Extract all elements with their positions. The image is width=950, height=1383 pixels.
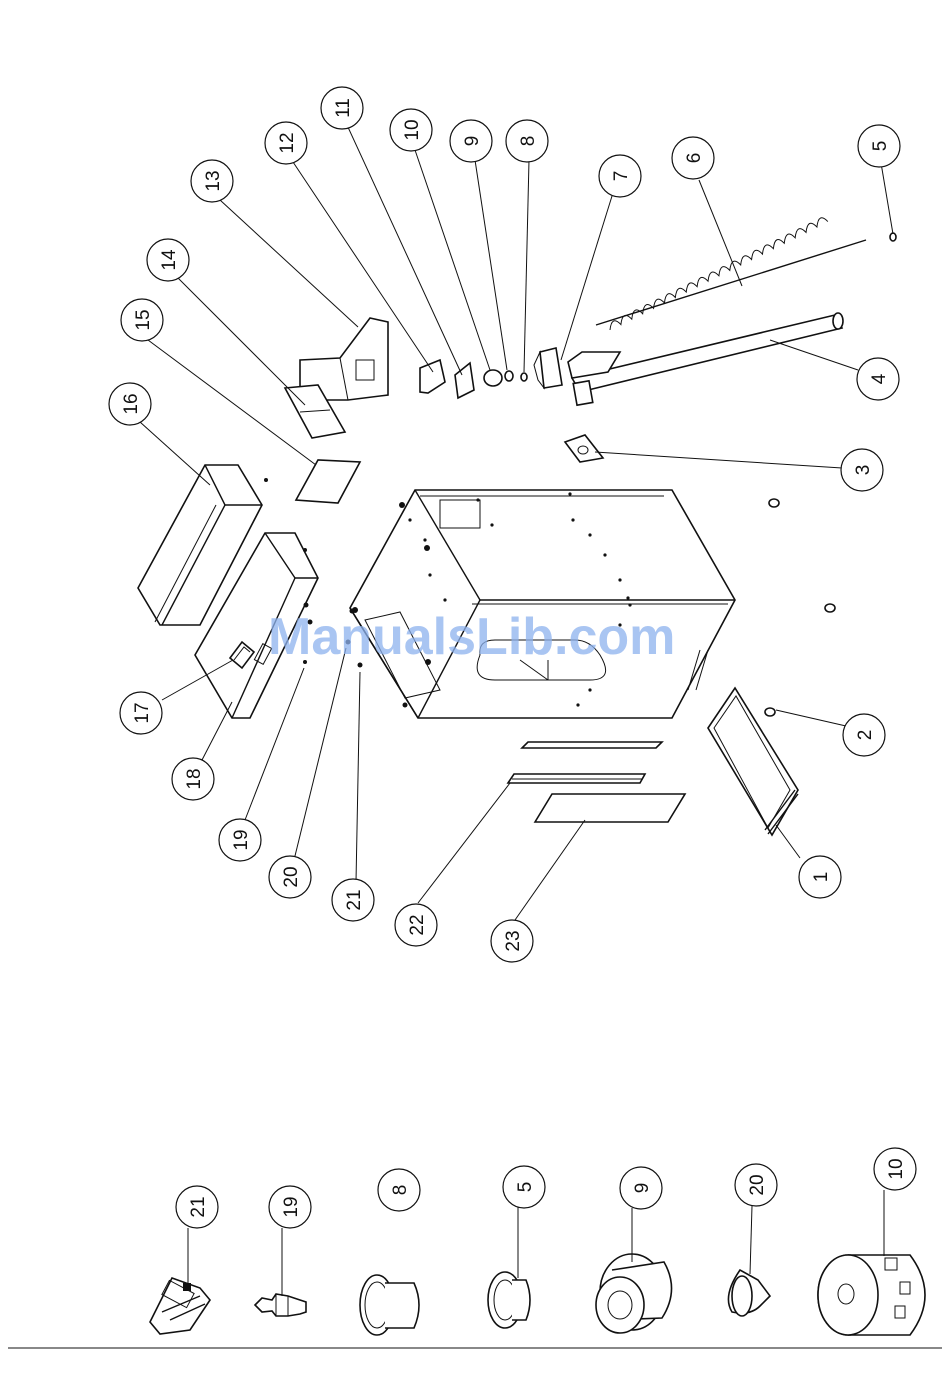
bottom-plates (508, 742, 685, 822)
detail-part-8 (360, 1275, 419, 1335)
detail-callout-5-label: 5 (515, 1182, 536, 1193)
callout-22-label: 22 (407, 914, 428, 935)
detail-callout-20: 20 (735, 1164, 777, 1206)
callout-17: 17 (120, 692, 162, 734)
callout-18: 18 (172, 758, 214, 800)
callout-4-label: 4 (869, 373, 890, 384)
callout-5: 5 (858, 125, 900, 167)
callout-19: 19 (219, 819, 261, 861)
detail-callout-bubbles: 21 19 8 5 9 20 10 (176, 1148, 916, 1228)
detail-part-10 (818, 1255, 925, 1335)
callout-7: 7 (599, 155, 641, 197)
detail-callout-21: 21 (176, 1186, 218, 1228)
side-panel (708, 688, 798, 835)
callout-9-label: 9 (462, 136, 483, 147)
callout-21-label: 21 (344, 889, 365, 910)
callout-14-label: 14 (159, 249, 180, 271)
callout-7-label: 7 (611, 171, 632, 182)
detail-part-19 (255, 1294, 306, 1316)
callout-6-label: 6 (684, 153, 705, 164)
detail-part-21 (150, 1278, 210, 1334)
callout-3: 3 (841, 449, 883, 491)
detail-callout-10: 10 (874, 1148, 916, 1190)
detail-callout-19-label: 19 (281, 1196, 302, 1217)
detail-part-5 (488, 1272, 530, 1328)
detail-callout-9: 9 (620, 1167, 662, 1209)
detail-parts (150, 1254, 925, 1335)
callout-21: 21 (332, 879, 374, 921)
callout-17-label: 17 (132, 702, 153, 723)
callout-10-label: 10 (402, 119, 423, 140)
callout-20-label: 20 (281, 866, 302, 887)
callout-19-label: 19 (231, 829, 252, 850)
callout-2-label: 2 (855, 730, 876, 741)
callout-16: 16 (109, 383, 151, 425)
detail-callout-10-label: 10 (886, 1158, 907, 1179)
watermark: ManualsLib.com (268, 608, 675, 666)
callout-6: 6 (672, 137, 714, 179)
detail-callout-21-label: 21 (188, 1196, 209, 1217)
callout-22: 22 (395, 904, 437, 946)
detail-callout-9-label: 9 (632, 1183, 653, 1194)
callout-4: 4 (857, 358, 899, 400)
callout-5-label: 5 (870, 141, 891, 152)
callout-1-label: 1 (811, 872, 832, 883)
detail-part-20 (728, 1270, 770, 1316)
callout-12: 12 (265, 122, 307, 164)
detail-callout-8: 8 (378, 1169, 420, 1211)
callout-13: 13 (191, 160, 233, 202)
callout-10: 10 (390, 109, 432, 151)
auger-assembly (568, 216, 896, 405)
callout-11-label: 11 (333, 98, 354, 118)
callout-23: 23 (491, 920, 533, 962)
detail-callout-8-label: 8 (390, 1185, 411, 1196)
callout-3-label: 3 (853, 465, 874, 476)
callout-23-label: 23 (503, 930, 524, 951)
callout-12-label: 12 (277, 132, 298, 153)
callout-15: 15 (121, 299, 163, 341)
callout-8: 8 (506, 120, 548, 162)
callout-8-label: 8 (518, 136, 539, 147)
callout-2: 2 (843, 714, 885, 756)
cabinet-body (350, 490, 735, 718)
motor-parts (285, 318, 562, 503)
callout-15-label: 15 (133, 309, 154, 330)
callout-16-label: 16 (121, 393, 142, 414)
callout-20: 20 (269, 856, 311, 898)
detail-callout-20-label: 20 (747, 1174, 768, 1195)
callout-1: 1 (799, 856, 841, 898)
callout-14: 14 (147, 239, 189, 281)
callout-18-label: 18 (184, 768, 205, 789)
detail-part-9 (596, 1254, 672, 1333)
detail-callout-19: 19 (269, 1186, 311, 1228)
detail-callout-5: 5 (503, 1166, 545, 1208)
callout-9: 9 (450, 120, 492, 162)
callout-13-label: 13 (203, 170, 224, 191)
callout-11: 11 (321, 87, 363, 129)
